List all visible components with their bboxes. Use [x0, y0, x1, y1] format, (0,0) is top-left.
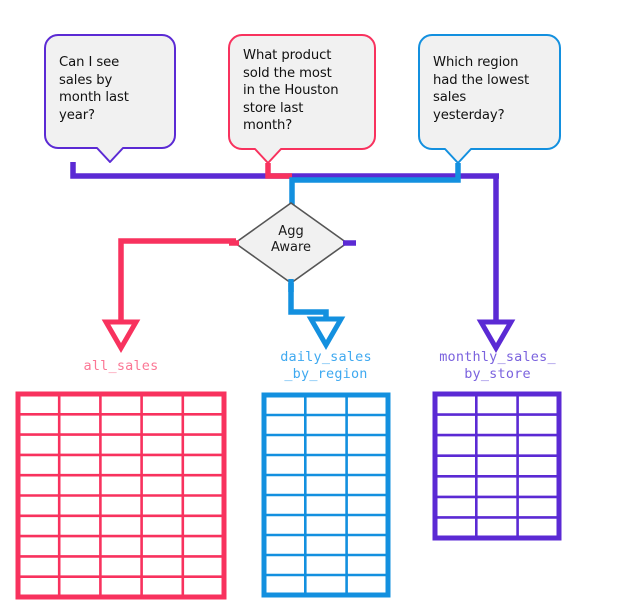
edge-product-route: [265, 163, 292, 179]
table-label-all-sales: all_sales: [83, 358, 159, 374]
table-grid-monthly-sales[interactable]: [432, 391, 562, 541]
speech-bubble-product[interactable]: [228, 34, 376, 164]
arrowhead-all-sales: [101, 319, 141, 354]
table-label-daily-sales: daily_sales _by_region: [280, 349, 372, 382]
table-border-monthly-sales: [432, 391, 562, 541]
edge-to-all-sales: [118, 238, 236, 323]
arrowhead-monthly-sales: [476, 319, 516, 354]
edge-to-daily-sales: [288, 283, 329, 320]
speech-bubble-monthly[interactable]: [44, 34, 176, 163]
table-gridlines-monthly-sales: [435, 394, 559, 538]
speech-bubble-product-text: What product sold the most in the Housto…: [243, 48, 339, 134]
speech-bubble-region[interactable]: [418, 34, 561, 164]
arrowhead-daily-sales: [306, 316, 346, 351]
agg-aware-node-label: Agg Aware: [270, 224, 312, 255]
table-grid-daily-sales[interactable]: [261, 392, 391, 598]
edge-region-route: [289, 163, 461, 205]
table-gridlines-daily-sales: [264, 395, 388, 595]
edge-monthly-route: [70, 162, 499, 179]
table-gridlines-all-sales: [18, 394, 224, 597]
table-label-monthly-sales: monthly_sales_ by_store: [439, 349, 556, 382]
speech-bubble-region-text: Which region had the lowest sales yester…: [433, 55, 530, 123]
table-grid-all-sales[interactable]: [15, 391, 227, 600]
speech-bubble-monthly-text: Can I see sales by month last year?: [59, 55, 129, 123]
